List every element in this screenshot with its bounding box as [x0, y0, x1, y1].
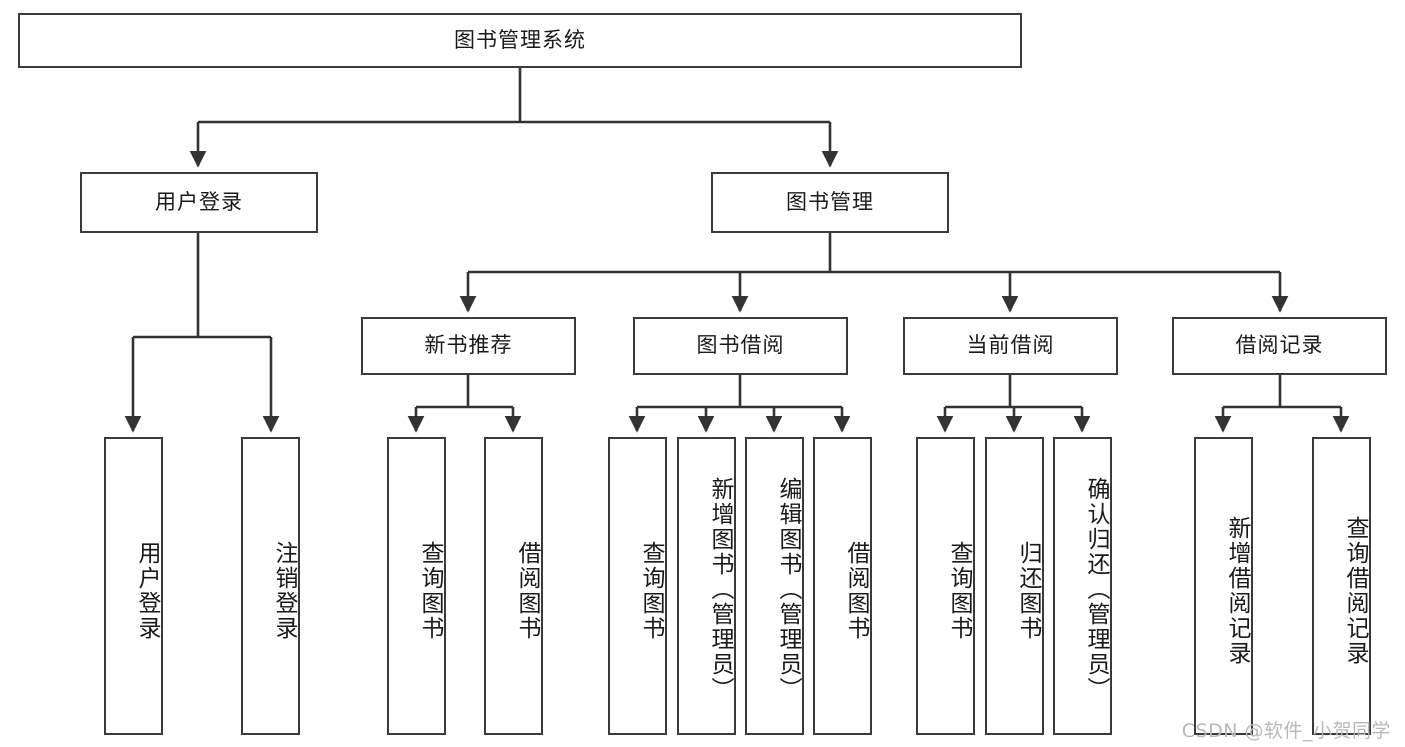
node-current-borrow[interactable]: 当前借阅	[903, 317, 1118, 375]
leaf-borrow-books-recommend[interactable]: 借阅图书	[484, 437, 543, 735]
leaf-borrow-books-borrow[interactable]: 借阅图书	[813, 437, 872, 735]
node-book-management[interactable]: 图书管理	[711, 172, 949, 233]
node-borrow-records[interactable]: 借阅记录	[1172, 317, 1387, 375]
watermark: CSDN @软件_小贺同学	[1181, 720, 1391, 742]
leaf-query-borrow-record[interactable]: 查询借阅记录	[1312, 437, 1371, 735]
leaf-query-books-current[interactable]: 查询图书	[916, 437, 975, 735]
leaf-add-book-admin[interactable]: 新增图书（管理员）	[677, 437, 736, 735]
leaf-query-books-recommend[interactable]: 查询图书	[387, 437, 446, 735]
node-new-book-recommend[interactable]: 新书推荐	[361, 317, 576, 375]
node-book-borrow[interactable]: 图书借阅	[633, 317, 848, 375]
node-root-system[interactable]: 图书管理系统	[18, 13, 1022, 68]
leaf-confirm-return-admin[interactable]: 确认归还（管理员）	[1053, 437, 1112, 735]
leaf-add-borrow-record[interactable]: 新增借阅记录	[1194, 437, 1253, 735]
leaf-user-login[interactable]: 用户登录	[104, 437, 163, 735]
leaf-query-books-borrow[interactable]: 查询图书	[608, 437, 667, 735]
node-user-login[interactable]: 用户登录	[80, 172, 318, 233]
leaf-logout[interactable]: 注销登录	[241, 437, 300, 735]
leaf-edit-book-admin[interactable]: 编辑图书（管理员）	[745, 437, 804, 735]
leaf-return-books[interactable]: 归还图书	[985, 437, 1044, 735]
